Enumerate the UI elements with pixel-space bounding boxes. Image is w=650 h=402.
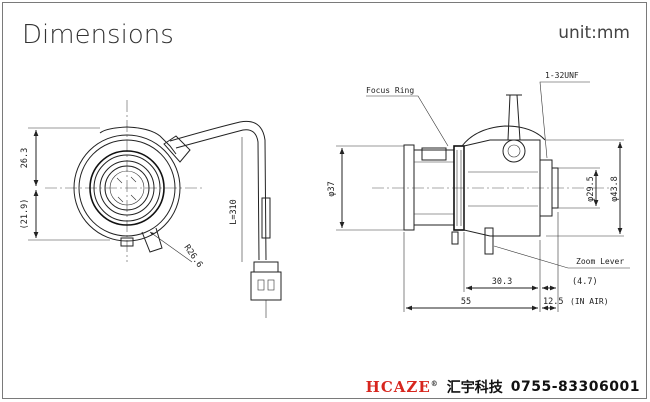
cable-gland-block (163, 135, 191, 163)
plug-body (250, 271, 282, 301)
unit-label: unit:mm (558, 23, 630, 43)
lens-inner-circle (109, 170, 145, 206)
mount-leader (539, 81, 590, 159)
dim-phi29-text: φ29.5 (586, 176, 596, 202)
dim-303-text: 30.3 (492, 277, 512, 287)
brand-logo-text: HCAZE (365, 378, 431, 396)
dim-phi37-text: φ37 (327, 181, 337, 196)
side-view: φ37 φ29.5 φ43.8 Focus Ring 1-32UNF Zoom … (327, 71, 630, 312)
body-top-contour (461, 125, 546, 147)
focus-ring-label: Focus Ring (366, 86, 414, 95)
zoom-lever-side (484, 227, 494, 255)
plug-pin-left (257, 279, 265, 291)
cable-gland-circle (502, 139, 526, 163)
zoom-lever-label: Zoom Lever (576, 257, 624, 266)
inner-barrel-circle (93, 154, 161, 222)
brand-logo: HCAZE® (366, 378, 439, 396)
zoom-lever-front (141, 227, 163, 253)
mount-label: 1-32UNF (545, 71, 579, 80)
company-name: 汇宇科技 (446, 380, 503, 396)
cable-outer-path (169, 120, 267, 261)
plug-pin-right (267, 279, 275, 291)
dim-21-9-text: (21.9) (20, 199, 30, 230)
cable-sleeve (261, 197, 271, 239)
bottom-screw (120, 237, 134, 247)
plug-neck (253, 261, 279, 273)
side-cable (507, 94, 521, 141)
dim-in-air-text: (IN AIR) (570, 297, 609, 306)
housing-ring-circle (78, 139, 176, 237)
page-title: Dimensions (22, 20, 174, 50)
focus-ring-leader (366, 95, 449, 147)
registered-mark: ® (430, 379, 439, 388)
dim-r26-6-text: R26.6 (182, 243, 205, 270)
drawing-frame (2, 2, 647, 399)
lens-outer-circle (99, 160, 155, 216)
focus-ring-tab (421, 147, 447, 161)
lens-reflection-marks (116, 176, 137, 203)
lens-glass-circle (104, 165, 150, 211)
dim-r26-6-leader (149, 231, 193, 263)
body-top-arc (99, 126, 177, 155)
zoom-lever-leader (493, 245, 630, 269)
rear-thread (551, 167, 559, 209)
dim-125-text: 12.5 (543, 297, 563, 307)
dim-55-text: 55 (461, 297, 471, 307)
dim-l310-text: L=310 (229, 199, 239, 225)
dim-phi43-text: φ43.8 (610, 176, 620, 202)
cable-gland-inner (507, 144, 521, 158)
dim-26-3-text: 26.3 (20, 148, 30, 168)
company-phone: 0755-83306001 (510, 379, 640, 395)
focus-ring-circle (89, 150, 165, 226)
main-body (463, 139, 541, 237)
front-flange (403, 144, 415, 231)
focus-lever-stub (451, 231, 459, 245)
cable-inner-path (175, 129, 260, 261)
dim-47-text: (4.7) (572, 277, 598, 287)
outer-housing-circle (73, 134, 181, 242)
front-view: 26.3 (21.9) L=310 R26.6 (20, 100, 282, 318)
footer-brand: HCAZE® 汇宇科技 0755-83306001 (366, 378, 640, 396)
